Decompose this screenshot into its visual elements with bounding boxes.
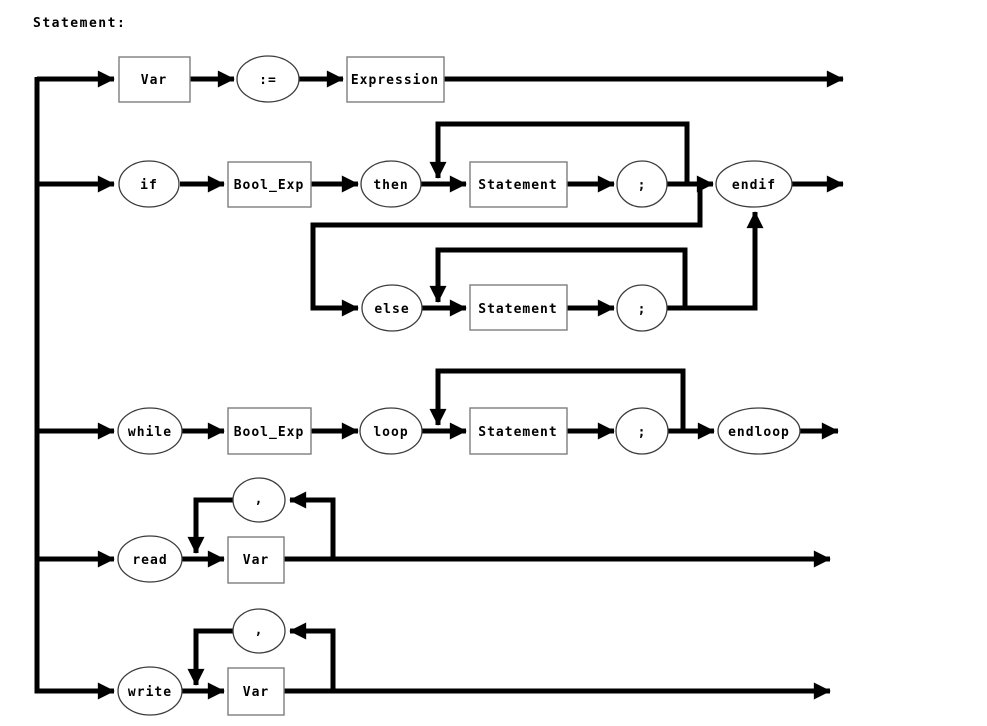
node-statement-else (469, 284, 568, 331)
connector-if-statement-loopback (429, 121, 690, 184)
connector-semi-else-to-endif (667, 211, 764, 311)
node-boolexp-while (227, 407, 312, 455)
node-semicolon-while (615, 407, 669, 455)
label-semicolon-while: ; (638, 425, 647, 440)
node-write (117, 666, 183, 716)
node-endloop (717, 407, 801, 455)
label-statement-while: Statement (478, 425, 557, 440)
connector-else-statement-loopback (429, 247, 688, 308)
label-while: while (128, 425, 172, 440)
node-endif (715, 160, 793, 208)
label-var-assign: Var (141, 73, 167, 88)
connector-read-comma-down (187, 497, 233, 554)
node-while (117, 407, 183, 455)
node-expression (346, 56, 445, 103)
label-statement-if: Statement (478, 178, 557, 193)
connector-while-statement-loopback (429, 368, 686, 431)
node-var-read (227, 536, 285, 584)
connector-read-comma-up (289, 491, 336, 559)
label-semicolon-if: ; (638, 178, 647, 193)
label-semicolon-else: ; (638, 302, 647, 317)
node-semicolon-else (616, 284, 668, 332)
label-var-read: Var (243, 553, 269, 568)
label-boolexp-while: Bool_Exp (234, 425, 305, 440)
label-endloop: endloop (728, 425, 790, 440)
node-then (360, 160, 422, 208)
node-assign-op (236, 55, 300, 103)
label-var-write: Var (243, 685, 269, 700)
node-boolexp-if (227, 161, 312, 208)
connector-write-comma-down (187, 628, 233, 686)
node-statement-if (469, 161, 568, 208)
label-statement-else: Statement (478, 302, 557, 317)
node-var-assign (118, 56, 191, 103)
node-else (361, 284, 423, 332)
connector-write-comma-up (289, 622, 336, 691)
label-assign-op: := (259, 73, 277, 88)
connector-else-bypass (310, 184, 703, 317)
node-comma-read (232, 477, 286, 523)
label-else: else (374, 302, 409, 317)
node-loop (359, 407, 423, 455)
label-comma-read: , (255, 492, 264, 507)
label-write: write (128, 685, 172, 700)
node-var-write (227, 667, 285, 716)
label-then: then (373, 178, 408, 193)
label-loop: loop (373, 425, 408, 440)
label-comma-write: , (255, 623, 264, 638)
node-semicolon-if (616, 160, 668, 208)
node-read (117, 535, 183, 583)
label-boolexp-if: Bool_Exp (234, 178, 305, 193)
connector-spine-write-branch (34, 77, 115, 700)
label-read: read (132, 553, 167, 568)
node-comma-write (232, 608, 286, 654)
label-if: if (140, 178, 158, 193)
page-title: Statement: (33, 16, 126, 31)
node-if (118, 160, 180, 208)
label-expression: Expression (351, 73, 439, 88)
label-endif: endif (732, 178, 776, 193)
node-statement-while (469, 407, 568, 455)
